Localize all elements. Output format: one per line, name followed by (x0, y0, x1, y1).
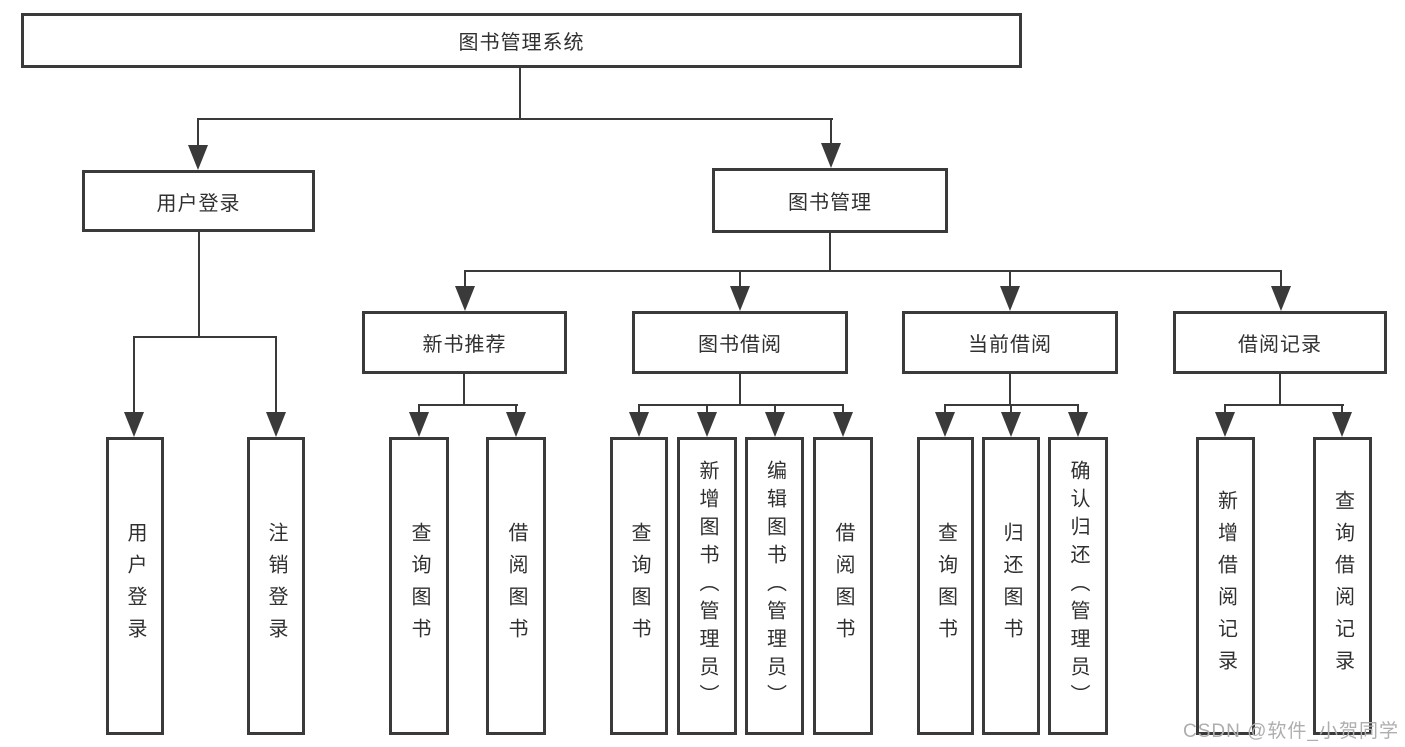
arrow-down-icon (821, 143, 841, 168)
connector-to-leaf (842, 404, 844, 416)
connector-to-leaf (944, 404, 946, 416)
connector-user-login-hbar (133, 336, 277, 338)
connector-user-login-trunk (198, 232, 200, 338)
node-new-book-rec: 新书推荐 (362, 311, 567, 374)
node-book-mgmt: 图书管理 (712, 168, 948, 233)
leaf-label: 查询图书 (934, 522, 957, 650)
node-current-borrow-label: 当前借阅 (968, 334, 1052, 356)
leaf-bb-add-book-admin: 新增图书（管理员） (677, 437, 737, 735)
arrow-down-icon (765, 412, 785, 437)
connector-book-mgmt-trunk (829, 233, 831, 272)
leaf-cb-query-book: 查询图书 (917, 437, 974, 735)
node-borrow-record-label: 借阅记录 (1238, 334, 1322, 356)
leaf-bb-query-book: 查询图书 (610, 437, 668, 735)
arrow-down-icon (833, 412, 853, 437)
arrow-down-icon (455, 286, 475, 311)
leaf-logout: 注销登录 (247, 437, 305, 735)
leaf-label: 借阅图书 (505, 522, 527, 650)
connector-to-leaf (515, 404, 517, 416)
connector-borrow-hbar (638, 404, 844, 406)
leaf-label: 查询图书 (628, 522, 650, 650)
leaf-br-add-record: 新增借阅记录 (1196, 437, 1255, 735)
leaf-cb-confirm-return-admin: 确认归还（管理员） (1048, 437, 1108, 735)
connector-to-leaf (638, 404, 640, 416)
connector-to-user-login (197, 118, 199, 146)
node-user-login-label: 用户登录 (156, 192, 241, 215)
leaf-rec-query-book: 查询图书 (389, 437, 449, 735)
connector-to-leaf (133, 336, 135, 414)
leaf-br-query-record: 查询借阅记录 (1313, 437, 1372, 735)
node-borrow-record: 借阅记录 (1173, 311, 1387, 374)
node-book-borrow-label: 图书借阅 (698, 334, 782, 356)
connector-to-current (1009, 270, 1011, 288)
connector-to-borrow (739, 270, 741, 288)
leaf-bb-borrow-book: 借阅图书 (813, 437, 873, 735)
connector-borrow-trunk (739, 374, 741, 406)
connector-to-leaf (1224, 404, 1226, 416)
node-user-login: 用户登录 (82, 170, 315, 232)
leaf-cb-return-book: 归还图书 (982, 437, 1040, 735)
leaf-label: 归还图书 (1000, 522, 1022, 650)
connector-to-new-rec (464, 270, 466, 288)
leaf-label: 确认归还（管理员） (1067, 460, 1089, 712)
node-root-label: 图书管理系统 (458, 32, 585, 54)
arrow-down-icon (1068, 412, 1088, 437)
arrow-down-icon (266, 412, 286, 437)
connector-level3-hbar (464, 270, 1282, 272)
arrow-down-icon (409, 412, 429, 437)
connector-record-hbar (1224, 404, 1344, 406)
csdn-watermark: CSDN @软件_小贺同学 (1183, 721, 1399, 742)
connector-new-rec-hbar (418, 404, 518, 406)
arrow-down-icon (730, 286, 750, 311)
connector-to-record (1280, 270, 1282, 288)
connector-to-leaf (275, 336, 277, 414)
node-new-book-rec-label: 新书推荐 (422, 334, 507, 356)
connector-root-trunk (519, 68, 521, 120)
leaf-bb-edit-book-admin: 编辑图书（管理员） (745, 437, 804, 735)
connector-to-book-mgmt (830, 118, 832, 145)
arrow-down-icon (1215, 412, 1235, 437)
leaf-label: 新增图书（管理员） (696, 460, 718, 712)
node-book-borrow: 图书借阅 (632, 311, 848, 374)
arrow-down-icon (506, 412, 526, 437)
arrow-down-icon (188, 145, 208, 170)
arrow-down-icon (697, 412, 717, 437)
arrow-down-icon (629, 412, 649, 437)
connector-to-leaf (774, 404, 776, 416)
leaf-label: 编辑图书（管理员） (763, 460, 786, 712)
leaf-label: 用户登录 (124, 522, 146, 650)
connector-to-leaf (1010, 404, 1012, 416)
connector-level1-hbar (197, 118, 833, 120)
connector-new-rec-trunk (463, 374, 465, 406)
node-root: 图书管理系统 (21, 13, 1022, 68)
node-book-mgmt-label: 图书管理 (788, 192, 872, 214)
arrow-down-icon (935, 412, 955, 437)
connector-current-trunk (1009, 374, 1011, 406)
connector-to-leaf (1077, 404, 1079, 416)
arrow-down-icon (1332, 412, 1352, 437)
arrow-down-icon (124, 412, 144, 437)
connector-record-trunk (1279, 374, 1281, 406)
connector-to-leaf (706, 404, 708, 416)
connector-to-leaf (418, 404, 420, 416)
connector-to-leaf (1341, 404, 1343, 416)
leaf-rec-borrow-book: 借阅图书 (486, 437, 546, 735)
leaf-user-login: 用户登录 (106, 437, 164, 735)
arrow-down-icon (1271, 286, 1291, 311)
leaf-label: 查询图书 (408, 522, 430, 650)
leaf-label: 查询借阅记录 (1331, 490, 1354, 682)
leaf-label: 借阅图书 (832, 522, 854, 650)
arrow-down-icon (1000, 286, 1020, 311)
arrow-down-icon (1001, 412, 1021, 437)
leaf-label: 新增借阅记录 (1214, 490, 1237, 682)
node-current-borrow: 当前借阅 (902, 311, 1118, 374)
leaf-label: 注销登录 (265, 522, 287, 650)
